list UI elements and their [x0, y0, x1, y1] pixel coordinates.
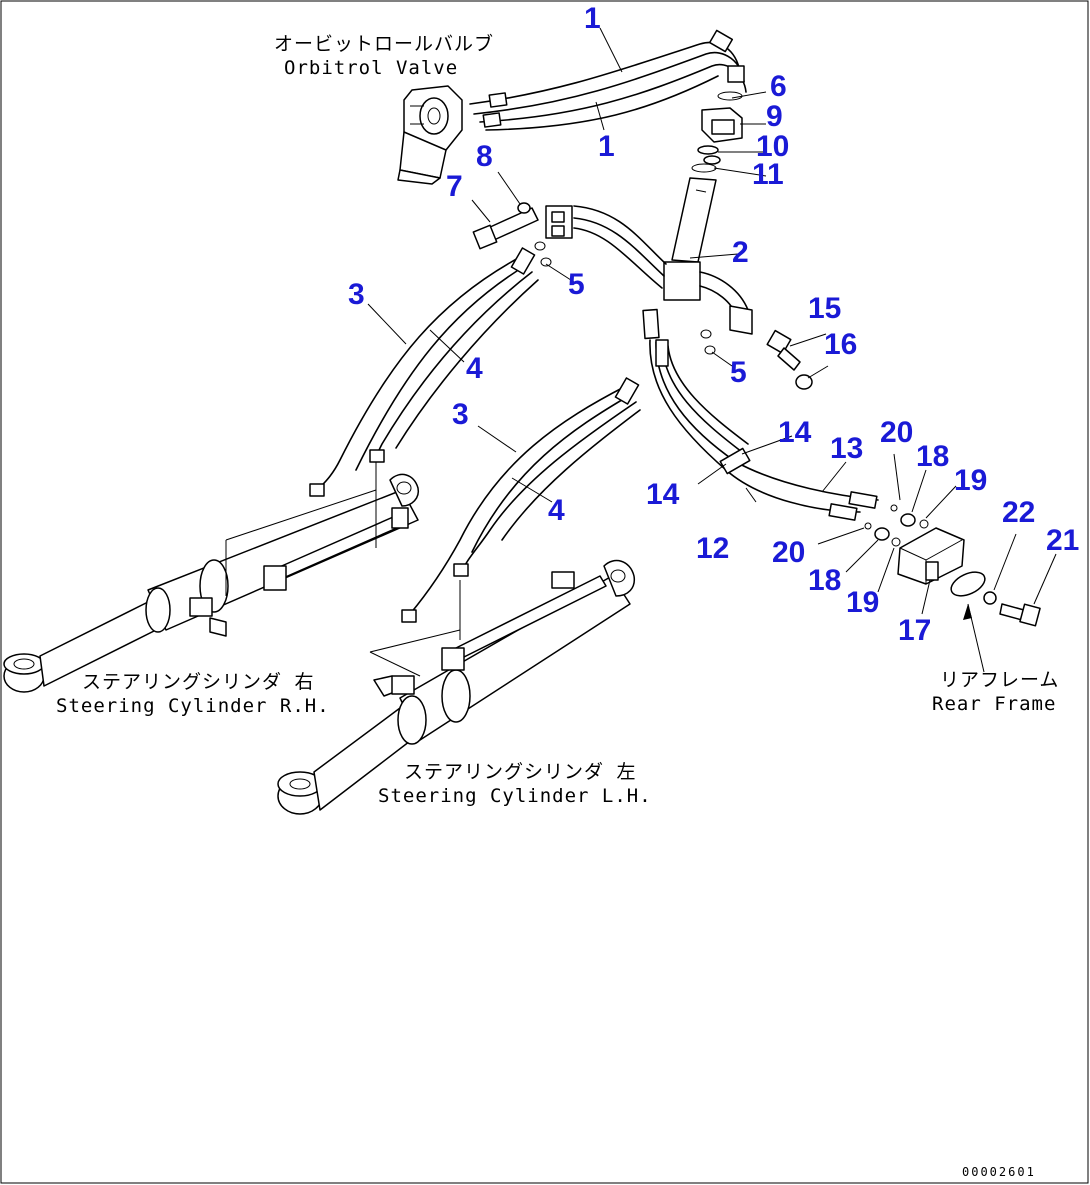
callout-11: 11	[752, 158, 784, 191]
callout-3: 3	[452, 398, 469, 431]
steering-cylinder-rh-label-en: Steering Cylinder R.H.	[56, 695, 330, 717]
callout-18: 18	[808, 564, 841, 597]
hose-1-pair	[469, 29, 747, 131]
callout-1: 1	[584, 2, 601, 35]
bolt-21	[999, 603, 1041, 627]
callout-19: 19	[846, 586, 879, 619]
steering-cylinder-lh	[277, 559, 636, 815]
steering-valve-block-2	[545, 177, 753, 335]
component-labels: オービットロールバルブ Orbitrol Valve ステアリングシリンダ 右 …	[56, 32, 1059, 807]
rear-frame-label-jp: リアフレーム	[940, 669, 1059, 691]
callout-20: 20	[772, 536, 805, 569]
junction-block-17	[897, 527, 965, 585]
drawing-number: 00002601	[962, 1165, 1036, 1179]
callout-3: 3	[348, 278, 365, 311]
orbitrol-valve	[397, 85, 463, 185]
callout-1: 1	[598, 130, 615, 163]
leader-lines	[367, 27, 1057, 615]
rear-frame-arrow	[963, 603, 985, 673]
callout-19: 19	[954, 464, 987, 497]
callout-6: 6	[770, 70, 787, 103]
bolt-15	[766, 329, 801, 371]
hoses-12-13	[642, 308, 879, 521]
o-rings-5	[534, 241, 716, 355]
washer-16	[795, 374, 813, 390]
callout-14: 14	[646, 478, 680, 511]
washer-22	[983, 591, 997, 605]
callout-17: 17	[898, 614, 931, 647]
callout-9: 9	[766, 100, 783, 133]
callout-2: 2	[732, 236, 749, 269]
callout-18: 18	[916, 440, 949, 473]
callout-4: 4	[466, 352, 483, 385]
steering-cylinder-rh-label-jp: ステアリングシリンダ 右	[82, 671, 314, 693]
fittings-6-9-10-11	[691, 91, 743, 173]
callout-22: 22	[1002, 496, 1035, 529]
callout-8: 8	[476, 140, 493, 173]
steering-cylinder-lh-label-en: Steering Cylinder L.H.	[378, 785, 652, 807]
steering-cylinder-lh-label-jp: ステアリングシリンダ 左	[404, 761, 636, 783]
rear-frame-label-en: Rear Frame	[932, 693, 1056, 715]
fittings-18-19-20	[864, 504, 929, 547]
callout-16: 16	[824, 328, 857, 361]
callout-20: 20	[880, 416, 913, 449]
callout-15: 15	[808, 292, 841, 325]
steering-cylinder-rh	[3, 462, 420, 693]
callout-7: 7	[446, 170, 463, 203]
washer-8	[517, 202, 531, 214]
orbitrol-valve-label-en: Orbitrol Valve	[284, 57, 458, 79]
callouts: 1 1 2 3 3 4 4 5 5 6 7 8 9 10 11 12 13 14…	[348, 2, 1079, 647]
callout-13: 13	[830, 432, 863, 465]
callout-5: 5	[730, 356, 747, 389]
callout-10: 10	[756, 130, 789, 163]
callout-4: 4	[548, 494, 565, 527]
orbitrol-valve-label-jp: オービットロールバルブ	[274, 32, 494, 55]
bolt-7	[472, 207, 539, 250]
mounting-plate	[950, 571, 986, 597]
callout-12: 12	[696, 532, 729, 565]
hoses-3-4-left	[401, 377, 641, 623]
callout-5: 5	[568, 268, 585, 301]
hoses-3-4-right	[309, 247, 539, 497]
callout-21: 21	[1046, 524, 1079, 557]
callout-14: 14	[778, 416, 812, 449]
